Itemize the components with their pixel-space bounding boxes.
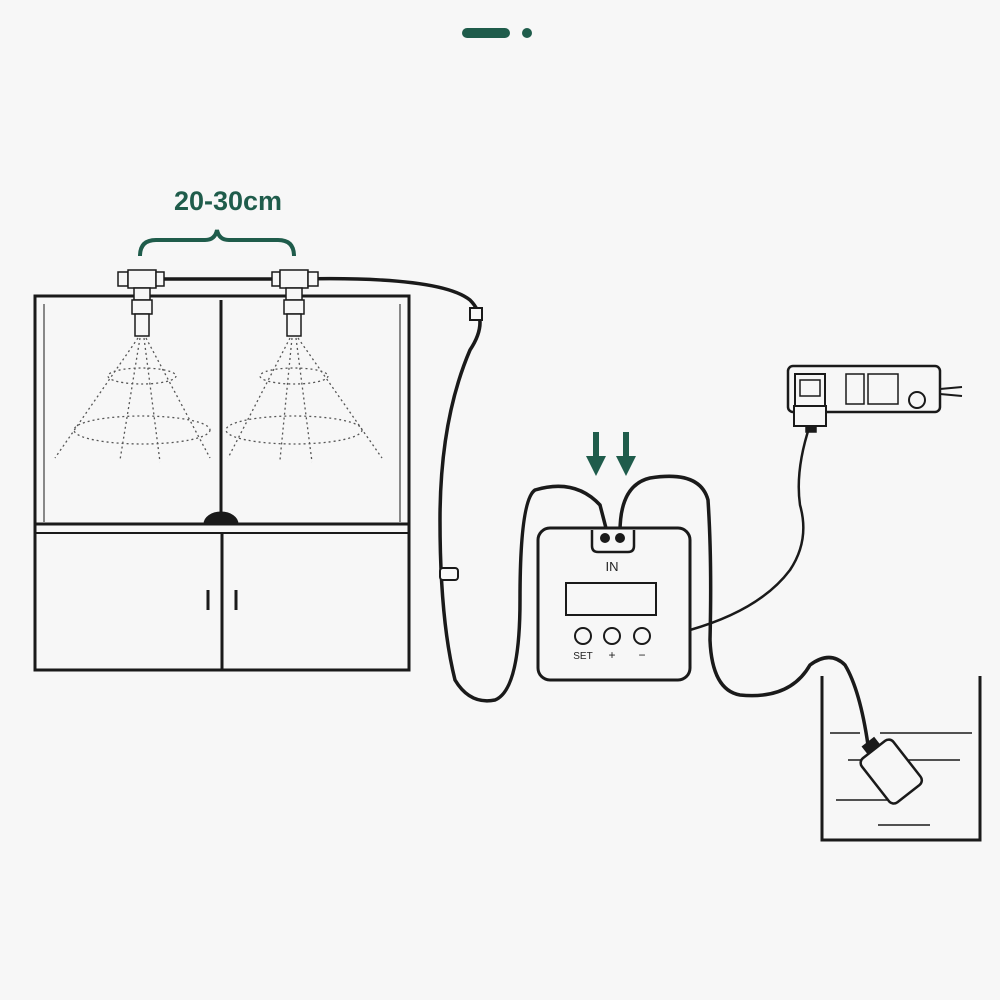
pump-tubing bbox=[618, 474, 870, 746]
set-button-label: SET bbox=[573, 651, 592, 662]
in-label: IN bbox=[606, 559, 619, 574]
spacing-bracket bbox=[138, 229, 296, 257]
mist-tubing bbox=[122, 276, 609, 703]
tube-clip bbox=[469, 307, 483, 321]
down-arrow-icon bbox=[586, 432, 606, 476]
nozzle-icon bbox=[271, 269, 319, 337]
plus-button[interactable] bbox=[603, 627, 621, 645]
mist-spray-left bbox=[54, 337, 211, 463]
down-arrow-icon bbox=[616, 432, 636, 476]
nozzle-icon bbox=[117, 269, 165, 337]
active-page-pill bbox=[462, 28, 510, 38]
spacing-label: 20-30cm bbox=[173, 186, 283, 216]
minus-button-label: − bbox=[638, 648, 645, 662]
page-dot bbox=[522, 28, 532, 38]
power-cable bbox=[689, 424, 812, 632]
power-strip bbox=[786, 364, 963, 433]
plus-button-label: + bbox=[608, 648, 615, 662]
water-pump bbox=[859, 736, 924, 805]
tube-clip bbox=[439, 567, 459, 581]
timer-controller: IN SET + − bbox=[536, 526, 692, 682]
mist-spray-right bbox=[225, 337, 383, 463]
pagination-indicator bbox=[462, 28, 542, 40]
lcd-display bbox=[565, 582, 657, 616]
minus-button[interactable] bbox=[633, 627, 651, 645]
terrarium-cabinet bbox=[33, 294, 411, 672]
set-button[interactable] bbox=[574, 627, 592, 645]
